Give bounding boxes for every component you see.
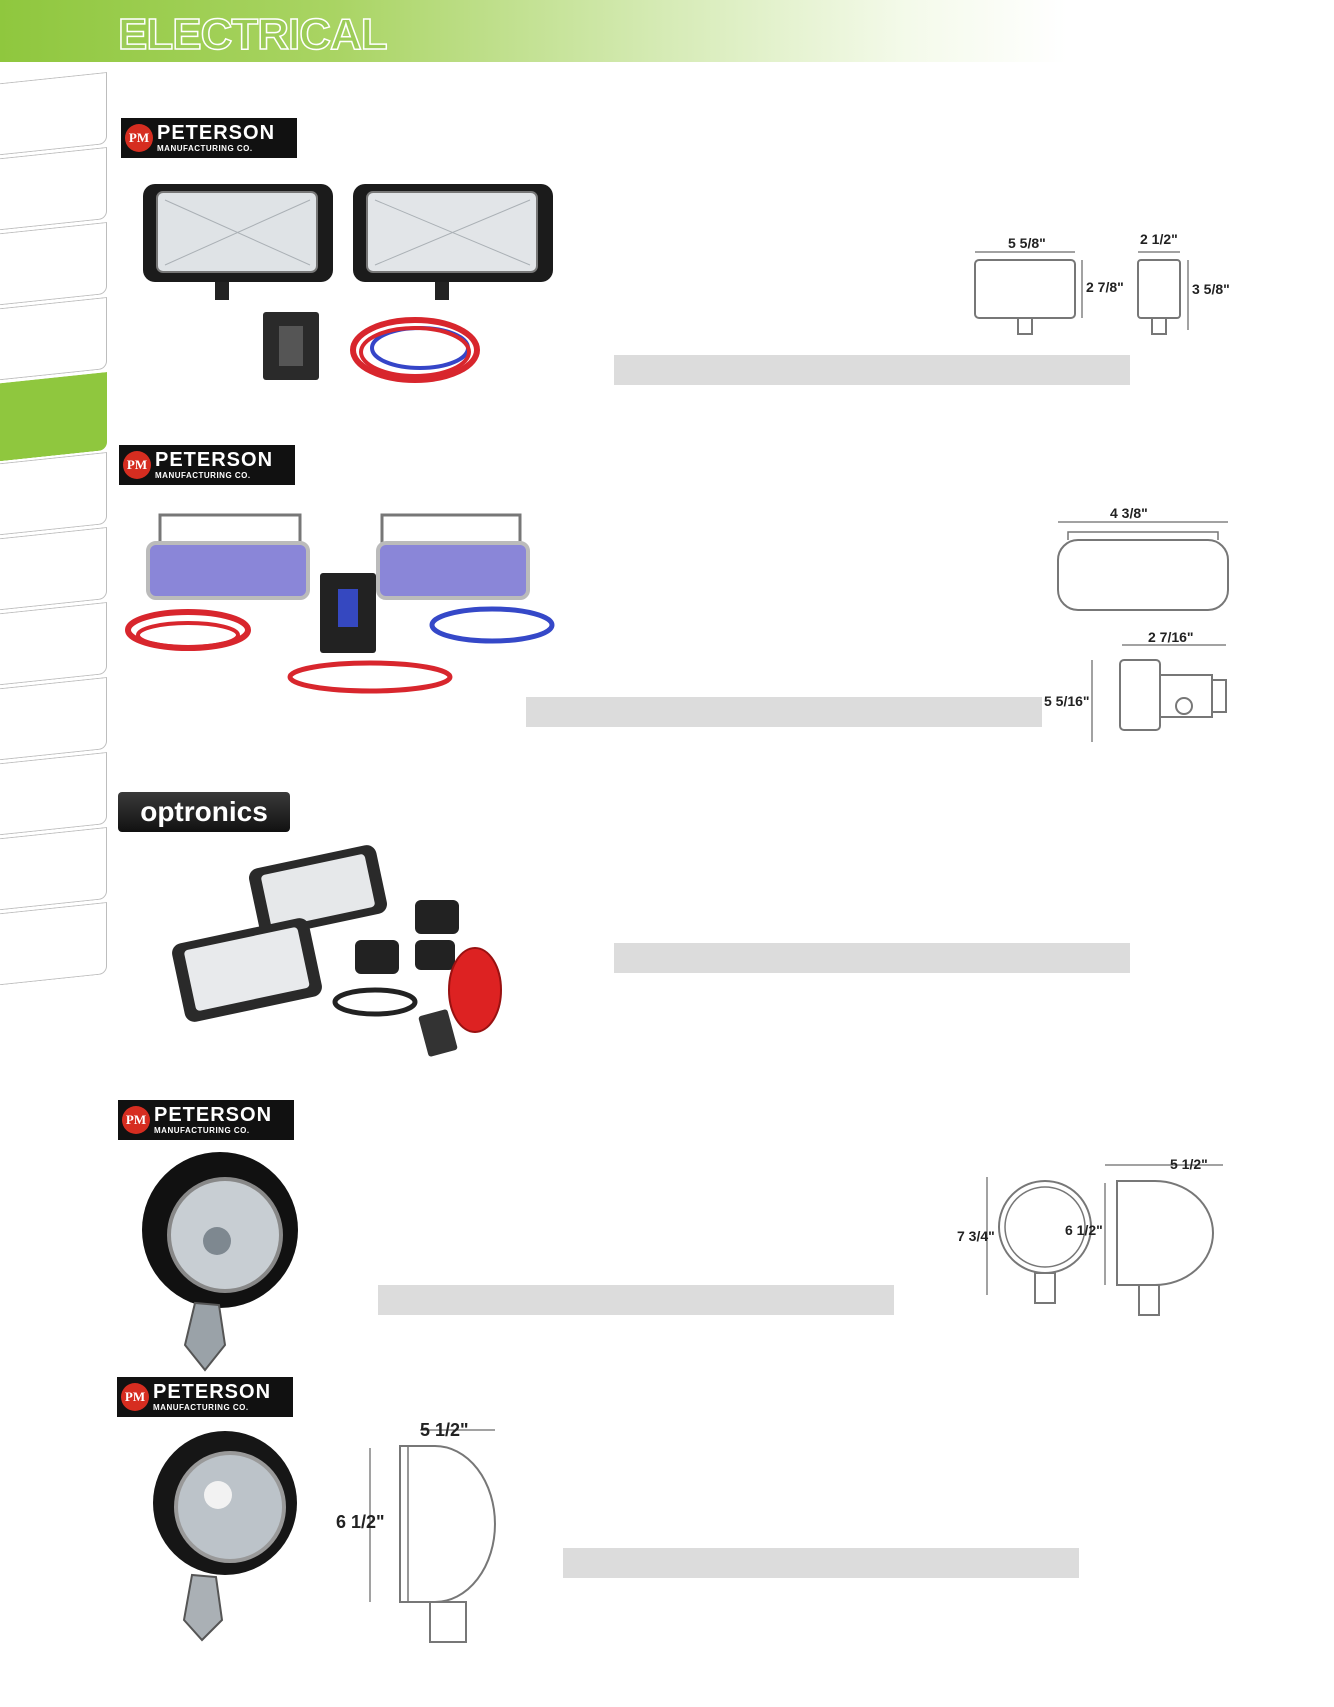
pm-emblem: PM [125, 124, 153, 152]
product-5-dimension-drawing: 5 1/2" 6 1/2" [336, 1420, 496, 1643]
product-2-image [125, 513, 555, 694]
dim-depth: 5 1/2" [1170, 1156, 1208, 1172]
logo-subtitle: MANUFACTURING CO. [154, 1126, 250, 1135]
peterson-logo: PM PETERSON MANUFACTURING CO. [119, 445, 295, 485]
side-tab[interactable] [0, 752, 107, 836]
dim-depth: 2 1/2" [1140, 231, 1178, 247]
side-tab[interactable] [0, 222, 107, 306]
logo-name: PETERSON [153, 1381, 272, 1403]
side-tab[interactable] [0, 147, 107, 231]
side-tab[interactable] [0, 602, 107, 686]
peterson-logo: PM PETERSON MANUFACTURING CO. [117, 1377, 293, 1417]
dim-depth: 2 7/16" [1148, 629, 1194, 645]
logo-name: PETERSON [154, 1104, 273, 1126]
product-2-text-bar [526, 697, 1042, 727]
dim-height: 5 5/16" [1044, 693, 1090, 709]
product-4-dimension-drawing: 7 3/4" 5 1/2" 6 1/2" [957, 1156, 1223, 1316]
product-2-dimension-drawing: 4 3/8" 2 7/16" 5 5/16" [1044, 505, 1229, 742]
product-3-text-bar [614, 943, 1130, 973]
side-tab-active[interactable] [0, 372, 107, 462]
product-1-text-bar [614, 355, 1130, 385]
peterson-logo: PM PETERSON MANUFACTURING CO. [121, 118, 297, 158]
logo-subtitle: MANUFACTURING CO. [153, 1403, 249, 1412]
logo-name: PETERSON [155, 449, 274, 471]
side-tab[interactable] [0, 902, 107, 986]
dim-depth: 5 1/2" [420, 1420, 469, 1440]
dim-side-height: 6 1/2" [1065, 1222, 1103, 1238]
dim-width: 5 5/8" [1008, 235, 1046, 251]
pm-emblem: PM [121, 1383, 149, 1411]
product-5-image [153, 1431, 297, 1642]
peterson-logo: PM PETERSON MANUFACTURING CO. [118, 1100, 294, 1140]
optronics-logo-text: optronics [140, 796, 268, 827]
product-3-image [172, 845, 502, 1057]
pm-emblem: PM [123, 451, 151, 479]
product-4-image [142, 1152, 298, 1372]
dim-height: 7 3/4" [957, 1228, 995, 1244]
dim-height: 6 1/2" [336, 1512, 385, 1532]
side-tab[interactable] [0, 297, 107, 381]
dim-height: 2 7/8" [1086, 279, 1124, 295]
dim-side-height: 3 5/8" [1192, 281, 1230, 297]
side-tab[interactable] [0, 72, 107, 156]
side-tab[interactable] [0, 527, 107, 611]
product-1-image [143, 184, 553, 383]
side-tab[interactable] [0, 677, 107, 761]
section-title: ELECTRICAL [117, 9, 388, 60]
product-1-dimension-drawing: 5 5/8" 2 7/8" 2 1/2" 3 5/8" [974, 231, 1230, 335]
product-4-text-bar [378, 1285, 894, 1315]
side-tabs [0, 62, 110, 1002]
logo-name: PETERSON [157, 122, 276, 144]
optronics-logo: optronics [118, 792, 290, 832]
logo-subtitle: MANUFACTURING CO. [155, 471, 251, 480]
dim-width: 4 3/8" [1110, 505, 1148, 521]
pm-emblem: PM [122, 1106, 150, 1134]
product-5-text-bar [563, 1548, 1079, 1578]
page-header: ELECTRICAL [0, 0, 1334, 62]
logo-subtitle: MANUFACTURING CO. [157, 144, 253, 153]
side-tab[interactable] [0, 827, 107, 911]
side-tab[interactable] [0, 452, 107, 536]
